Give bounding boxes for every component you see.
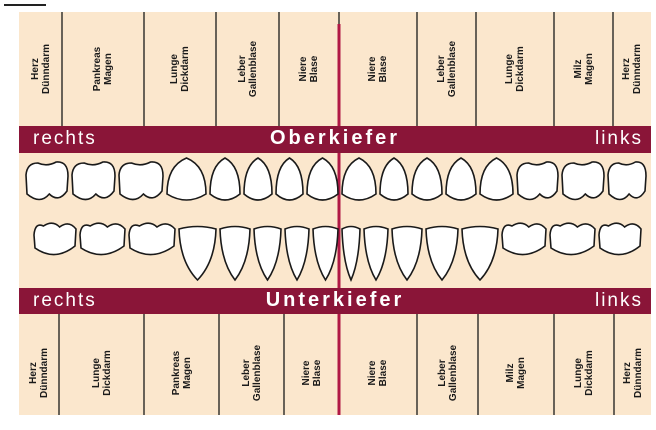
lower-teeth-row — [34, 223, 641, 280]
upper-tooth-10 — [380, 158, 408, 200]
upper-tooth-8 — [307, 158, 338, 200]
upper-teeth-row — [26, 158, 646, 200]
lower-tooth-7 — [285, 227, 309, 281]
upper-tooth-13 — [480, 158, 513, 200]
lower-tooth-16 — [599, 223, 641, 254]
upper-tooth-3 — [119, 162, 163, 200]
lower-tooth-15 — [550, 223, 595, 254]
upper-tooth-4 — [167, 158, 206, 200]
upper-tooth-5 — [210, 158, 240, 200]
lower-tooth-1 — [34, 223, 76, 254]
lower-tooth-9 — [342, 227, 360, 281]
lower-tooth-6 — [254, 227, 281, 281]
upper-tooth-15 — [562, 162, 604, 200]
lower-tooth-12 — [426, 227, 458, 281]
upper-tooth-2 — [72, 162, 115, 200]
lower-tooth-5 — [220, 227, 250, 281]
lower-tooth-10 — [364, 227, 388, 281]
upper-tooth-1 — [26, 162, 68, 200]
upper-tooth-6 — [244, 158, 272, 200]
lower-tooth-4 — [179, 227, 216, 281]
upper-tooth-9 — [342, 158, 376, 200]
upper-tooth-11 — [412, 158, 442, 200]
lower-tooth-8 — [313, 227, 338, 281]
upper-tooth-14 — [517, 162, 558, 200]
upper-tooth-7 — [276, 158, 303, 200]
lower-tooth-14 — [502, 223, 546, 254]
lower-tooth-13 — [462, 227, 498, 281]
lower-tooth-11 — [392, 227, 422, 281]
upper-tooth-16 — [608, 162, 646, 200]
lower-tooth-2 — [80, 223, 125, 254]
upper-tooth-12 — [446, 158, 476, 200]
lower-tooth-3 — [129, 223, 175, 254]
